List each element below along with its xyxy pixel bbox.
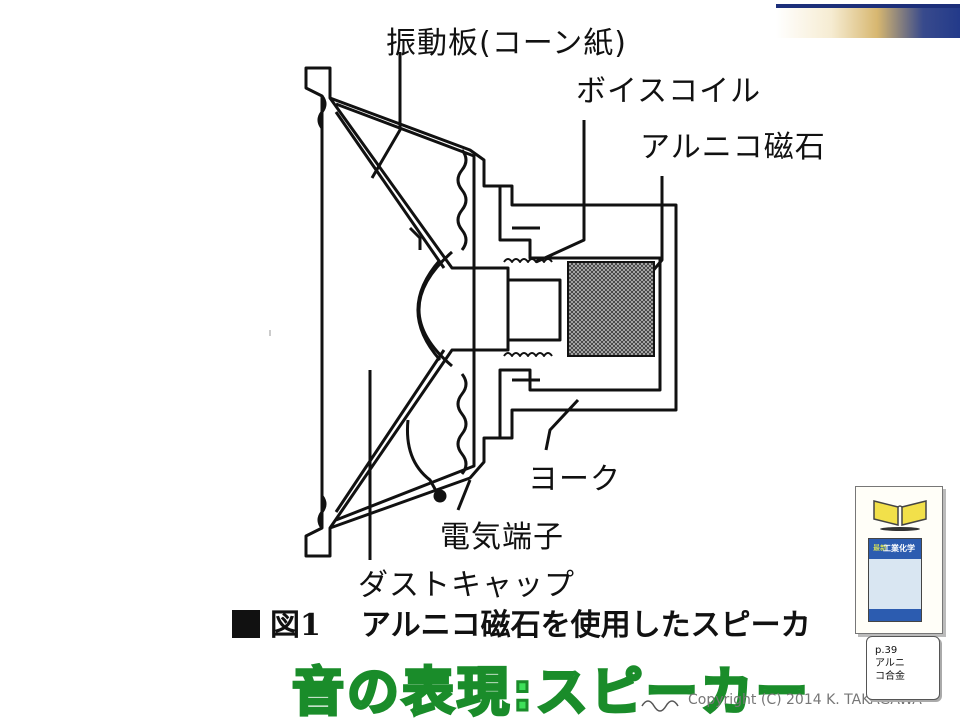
label-diaphragm: 振動板(コーン紙) — [386, 26, 627, 61]
label-dust-cap: ダストキャップ — [358, 568, 575, 603]
label-voice-coil: ボイスコイル — [576, 74, 762, 109]
book-series: 最新 — [873, 544, 887, 552]
leader-yoke — [544, 398, 580, 451]
voice-coil-top — [503, 258, 553, 263]
caption-text: アルニコ磁石を使用したスピーカ — [360, 608, 811, 643]
rim-upper — [317, 95, 327, 129]
surround-lower — [456, 373, 468, 475]
frame-outline — [304, 66, 678, 558]
slide-title: 音の表現:スピーカー — [291, 662, 811, 725]
cone-upper-inner — [334, 111, 446, 269]
frame-inner — [335, 102, 476, 522]
label-yoke: ヨーク — [528, 462, 621, 497]
caption-square-bullet — [232, 610, 260, 638]
cone-lower-inner — [334, 349, 446, 513]
caption-figure-number: 図1 — [270, 608, 321, 643]
label-terminal: 電気端子 — [440, 520, 564, 555]
figure-caption: 図1 アルニコ磁石を使用したスピーカ — [232, 600, 811, 644]
book-title: 工業化学 — [883, 544, 915, 553]
copyright-text: Copyright (C) 2014 K. TAKAGAWA — [688, 692, 922, 708]
leader-terminal — [456, 479, 472, 511]
sound-wave-icon — [641, 700, 679, 712]
yoke-inner — [498, 186, 662, 438]
reference-note-card: p.39 アルニ コ合金 — [866, 636, 940, 700]
open-book-icon — [873, 500, 927, 531]
terminal-wire — [405, 419, 442, 499]
leader-diaphragm — [370, 52, 402, 179]
book-cover-band — [869, 559, 921, 609]
label-alnico-magnet: アルニコ磁石 — [640, 130, 826, 165]
note-page: p.39 — [875, 645, 898, 656]
surround-upper — [456, 149, 468, 251]
leader-voice-coil — [535, 120, 586, 264]
note-line-1: アルニ — [875, 658, 905, 669]
decorative-header-bar — [776, 4, 960, 38]
dust-cap — [417, 250, 453, 368]
voice-coil-bottom — [503, 352, 553, 357]
rim-lower — [317, 495, 327, 529]
terminal-post — [433, 489, 447, 503]
alnico-magnet-block — [567, 261, 655, 357]
decorative-header-stripe — [776, 4, 960, 8]
book-cover: 最新 工業化学 — [868, 538, 922, 622]
pole-piece — [452, 266, 510, 352]
note-line-2: コ合金 — [875, 671, 905, 682]
